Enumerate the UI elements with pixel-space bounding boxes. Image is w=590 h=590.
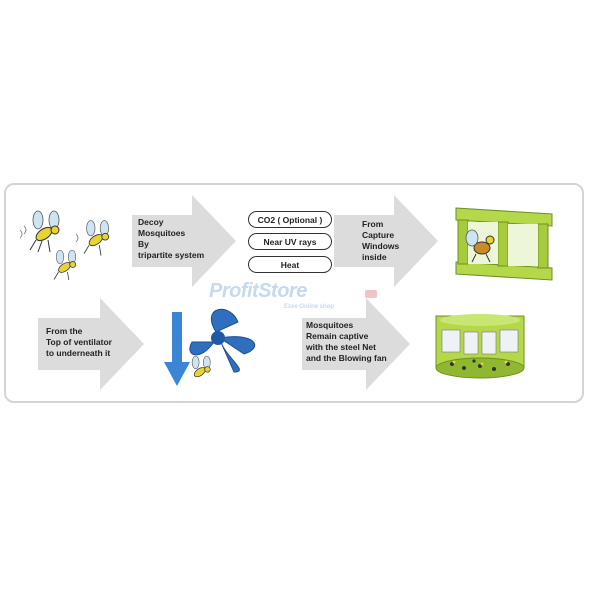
watermark-subtitle: Ezee Online shop (284, 304, 335, 310)
watermark-brand: ProfitStore (209, 280, 307, 302)
fan-illustration (160, 302, 270, 388)
arrow-decoy: Decoy Mosquitoes By tripartite system (132, 195, 238, 287)
heat-pill: Heat (248, 256, 332, 273)
mosquito-icon (83, 220, 110, 256)
mosquitoes-illustration (16, 204, 126, 282)
captive-net-illustration (430, 306, 530, 386)
arrow-captive: Mosquitoes Remain captive with the steel… (302, 298, 412, 390)
decoy-label: Decoy Mosquitoes By tripartite system (138, 217, 205, 260)
arrow-ventilator: From the Top of ventilator to underneath… (38, 298, 146, 390)
capture-window-illustration (452, 202, 558, 286)
captive-label: Mosquitoes Remain captive with the steel… (306, 320, 387, 363)
mosquito-icon (53, 249, 77, 282)
co2-pill: CO2 ( Optional ) (248, 211, 332, 228)
mosquito-icon (465, 229, 495, 263)
ventilator-label: From the Top of ventilator to underneath… (46, 326, 112, 358)
mosquito-icon (29, 210, 60, 253)
uv-pill: Near UV rays (248, 233, 332, 250)
arrow-capture: From Capture Windows inside (334, 195, 440, 287)
capture-label: From Capture Windows inside (362, 219, 400, 262)
mosquito-icon (191, 355, 211, 378)
watermark-badge (365, 290, 377, 298)
